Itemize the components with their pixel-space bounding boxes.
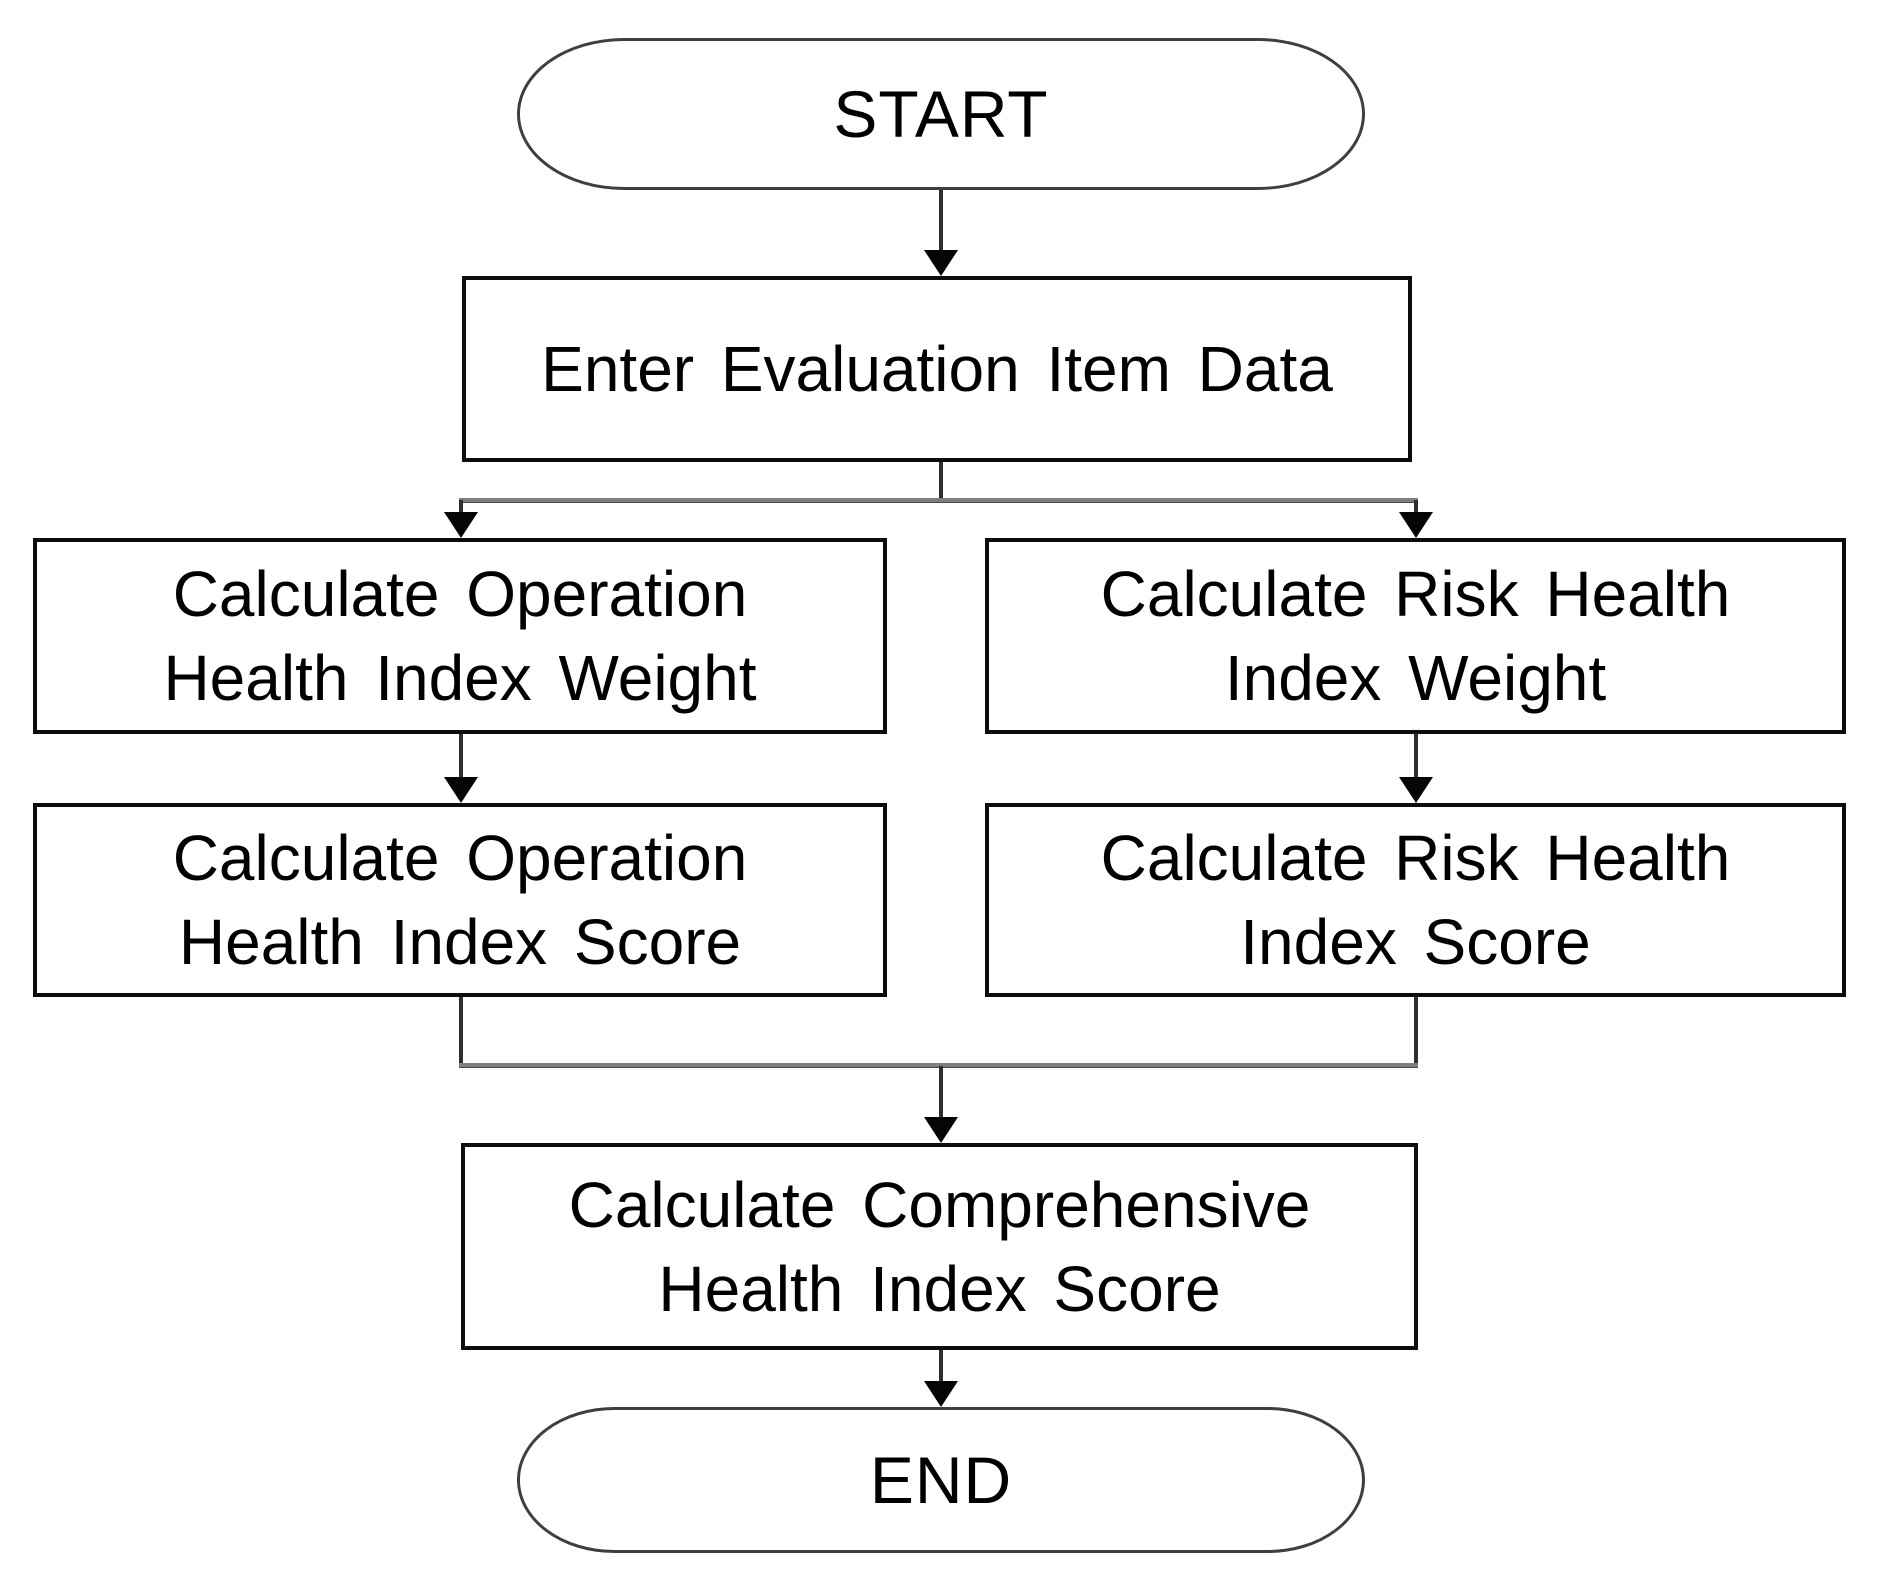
branch-rail-line <box>459 498 1418 503</box>
node-calculate-risk-health-index-weight: Calculate Risk Health Index Weight <box>985 538 1846 734</box>
edge-start-to-enter-line <box>939 190 943 250</box>
node-risk-score-line1: Calculate Risk Health <box>1100 822 1731 894</box>
node-calculate-operation-health-index-score: Calculate Operation Health Index Score <box>33 803 887 997</box>
node-calculate-risk-health-index-score: Calculate Risk Health Index Score <box>985 803 1846 997</box>
edge-branch-to-operation-weight-line <box>459 500 463 514</box>
node-risk-score-line2: Index Score <box>1240 906 1591 978</box>
edge-risk-weight-to-score-arrowhead-icon <box>1399 777 1433 803</box>
edge-merge-to-comprehensive-line <box>939 1066 943 1118</box>
node-end-label: END <box>869 1443 1013 1517</box>
node-start-label: START <box>833 77 1049 151</box>
node-end: END <box>517 1407 1365 1553</box>
node-operation-weight-line2: Health Index Weight <box>163 642 757 714</box>
node-start: START <box>517 38 1365 190</box>
node-enter-evaluation-item-data: Enter Evaluation Item Data <box>462 276 1412 462</box>
node-risk-weight-line1: Calculate Risk Health <box>1100 558 1731 630</box>
edge-merge-to-comprehensive-arrowhead-icon <box>924 1117 958 1143</box>
edge-risk-score-merge-stub <box>1414 997 1418 1067</box>
edge-comprehensive-to-end-arrowhead-icon <box>924 1381 958 1407</box>
edge-operation-weight-to-score-line <box>459 734 463 778</box>
edge-operation-weight-to-score-arrowhead-icon <box>444 777 478 803</box>
node-operation-score-line1: Calculate Operation <box>172 822 748 894</box>
node-operation-weight-line1: Calculate Operation <box>172 558 748 630</box>
edge-start-to-enter-arrowhead-icon <box>924 250 958 276</box>
edge-risk-weight-to-score-line <box>1414 734 1418 778</box>
node-risk-weight-line2: Index Weight <box>1224 642 1607 714</box>
node-enter-evaluation-item-data-label: Enter Evaluation Item Data <box>541 333 1333 405</box>
merge-rail-line <box>459 1063 1418 1068</box>
edge-branch-to-risk-weight-line <box>1414 500 1418 514</box>
node-operation-score-line2: Health Index Score <box>178 906 742 978</box>
node-comprehensive-score-line1: Calculate Comprehensive <box>568 1168 1311 1241</box>
edge-operation-score-merge-stub <box>459 997 463 1067</box>
edge-branch-to-operation-weight-arrowhead-icon <box>444 512 478 538</box>
edge-branch-to-risk-weight-arrowhead-icon <box>1399 512 1433 538</box>
node-comprehensive-score-line2: Health Index Score <box>658 1252 1221 1325</box>
node-calculate-operation-health-index-weight: Calculate Operation Health Index Weight <box>33 538 887 734</box>
edge-comprehensive-to-end-line <box>939 1350 943 1382</box>
edge-enter-branch-stub <box>939 462 943 500</box>
node-calculate-comprehensive-health-index-score: Calculate Comprehensive Health Index Sco… <box>461 1143 1418 1350</box>
